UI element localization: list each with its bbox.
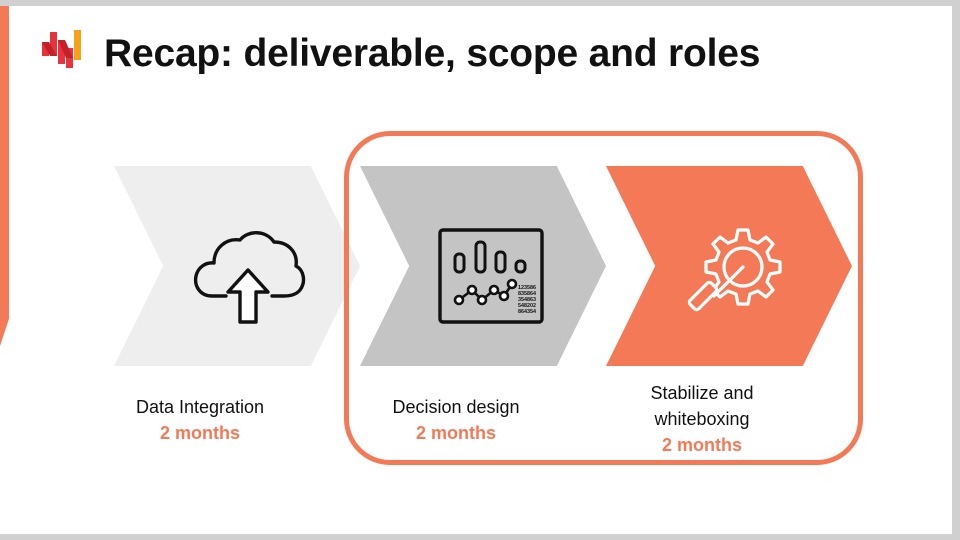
step-duration: 2 months	[415, 423, 496, 443]
dashboard-number: 354863	[518, 297, 536, 303]
left-accent-bar	[0, 6, 9, 346]
dashboard-number: 864354	[518, 309, 536, 315]
step-label-data-integration: Data Integration 2 months	[110, 394, 290, 446]
step-name: Decision design	[392, 397, 520, 417]
page-title: Recap: deliverable, scope and roles	[104, 32, 761, 75]
scope-highlight-frame	[344, 131, 863, 465]
step-name-line2: whiteboxing	[654, 409, 750, 429]
dashboard-number: 123586	[518, 285, 536, 291]
dashboard-number: 835864	[518, 291, 536, 297]
step-name-line1: Stabilize and	[650, 383, 754, 403]
brand-logo-icon	[42, 30, 81, 68]
slide: Recap: deliverable, scope and roles 1235…	[0, 6, 952, 534]
step-duration: 2 months	[661, 435, 742, 455]
dashboard-number: 548202	[518, 303, 536, 309]
dashboard-chart-icon: 123586 835864 354863 548202 864354	[438, 228, 544, 324]
cloud-upload-icon	[193, 231, 306, 324]
step-duration: 2 months	[159, 423, 240, 443]
step-label-decision-design: Decision design 2 months	[366, 394, 546, 446]
gear-wrench-icon	[687, 228, 782, 312]
step-name: Data Integration	[135, 397, 265, 417]
step-label-stabilize: Stabilize and whiteboxing 2 months	[612, 380, 792, 458]
